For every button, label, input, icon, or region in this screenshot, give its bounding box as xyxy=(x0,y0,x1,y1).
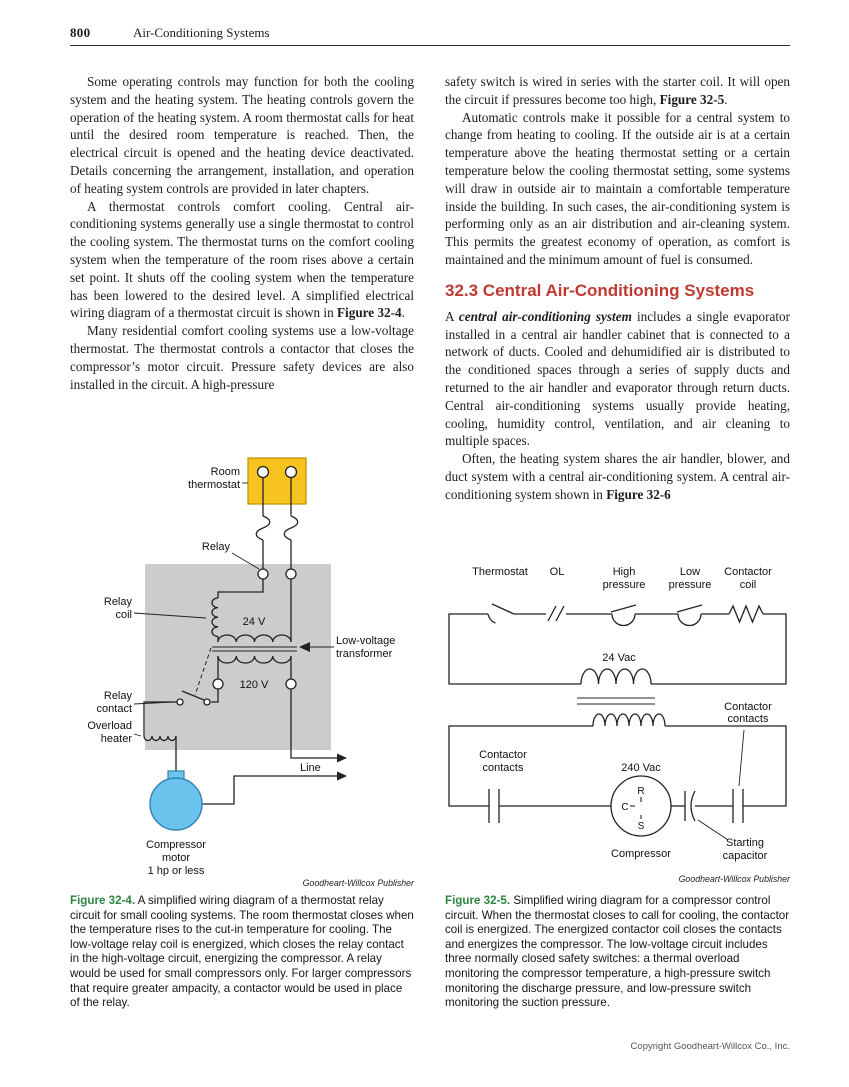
voltage-240vac-label: 240 Vac xyxy=(621,762,661,774)
section-heading: 32.3 Central Air-Conditioning Systems xyxy=(445,280,755,300)
figure-credit: Goodheart-Willcox Publisher xyxy=(302,878,414,888)
figure-32-4-caption: Figure 32-4. A simplified wiring diagram… xyxy=(70,894,414,1011)
copyright-notice: Copyright Goodheart-Willcox Co., Inc. xyxy=(630,1041,790,1052)
caption-text: A simplified wiring diagram of a thermos… xyxy=(70,894,414,1010)
relay-contact-label: contact xyxy=(97,703,132,715)
figure-32-5-diagram: Thermostat OL High pressure Low pressure… xyxy=(448,566,787,862)
body-paragraph: Automatic controls make it possible for … xyxy=(445,109,790,269)
overload-heater-label: heater xyxy=(101,733,133,745)
voltage-120v-label: 120 V xyxy=(240,679,269,691)
low-voltage-circuit xyxy=(448,603,787,685)
voltage-24vac-label: 24 Vac xyxy=(602,652,636,664)
high-pressure-label: High xyxy=(613,566,636,578)
overload-heater-label: Overload xyxy=(87,720,132,732)
compressor-motor-label: Compressor xyxy=(146,839,206,851)
body-paragraph: A thermostat controls comfort cooling. C… xyxy=(70,198,414,323)
text-run: safety switch is wired in series with th… xyxy=(445,74,790,107)
figure-reference: Figure 32-5 xyxy=(659,91,725,107)
relay-contact-label: Relay xyxy=(104,690,133,702)
left-column: Some operating controls may function for… xyxy=(70,73,414,393)
line-wires xyxy=(202,689,347,805)
figure-32-4: Room thermostat Relay Relay coil 24 V Re… xyxy=(70,452,414,888)
contactor-contacts-left-label: Contactor xyxy=(479,749,527,761)
terminal-r-label: R xyxy=(637,786,644,797)
key-term: central air-conditioning system xyxy=(458,308,632,324)
figure-reference: Figure 32-6 xyxy=(606,486,671,502)
thermostat-contacts-symbol xyxy=(255,515,299,580)
compressor-motor-label: 1 hp or less xyxy=(148,865,205,876)
thermostat-label: Thermostat xyxy=(472,566,528,578)
relay-box xyxy=(145,564,331,750)
caption-number: Figure 32-4. xyxy=(70,894,136,907)
relay-contact-symbol xyxy=(176,647,219,706)
body-paragraph: Often, the heating system shares the air… xyxy=(445,450,790,503)
contactor-contacts-left-label: contacts xyxy=(483,762,524,774)
line-label: Line xyxy=(300,762,321,774)
text-run: Many residential comfort cooling systems… xyxy=(70,323,414,392)
starting-capacitor-label: Starting xyxy=(726,837,764,849)
relay-coil-label: Relay xyxy=(104,596,133,608)
compressor-motor-symbol xyxy=(149,770,203,831)
figure-credit: Goodheart-Willcox Publisher xyxy=(678,874,790,884)
right-column: safety switch is wired in series with th… xyxy=(445,73,790,504)
terminal-s-label: S xyxy=(638,821,645,832)
text-run: A thermostat controls comfort cooling. C… xyxy=(70,198,414,321)
figure-32-5: Thermostat OL High pressure Low pressure… xyxy=(445,560,790,884)
relay-label: Relay xyxy=(202,541,231,553)
transformer-core xyxy=(577,697,655,705)
text-run: . xyxy=(724,91,728,107)
compressor-label: Compressor xyxy=(611,848,671,860)
text-run: includes a single evaporator installed i… xyxy=(445,308,791,449)
text-run: . xyxy=(401,305,405,321)
header-rule xyxy=(70,45,790,46)
contactor-contacts-right-label: Contactor xyxy=(724,701,772,713)
room-thermostat-symbol xyxy=(247,457,307,516)
figure-32-5-caption: Figure 32-5. Simplified wiring diagram f… xyxy=(445,894,790,1011)
low-pressure-label: Low xyxy=(680,566,700,578)
figure-reference: Figure 32-4 xyxy=(337,305,402,321)
figure-32-4-diagram: Room thermostat Relay Relay coil 24 V Re… xyxy=(87,457,395,876)
compressor-terminals: R C S xyxy=(621,786,644,832)
room-thermostat-label: Room xyxy=(211,466,240,478)
compressor-motor-label: motor xyxy=(162,852,190,864)
caption-number: Figure 32-5. xyxy=(445,894,511,907)
page-header: 800 Air-Conditioning Systems xyxy=(70,25,270,41)
page-number: 800 xyxy=(70,25,91,40)
voltage-24v-label: 24 V xyxy=(243,616,266,628)
room-thermostat-label: thermostat xyxy=(188,479,240,491)
body-paragraph: A central air-conditioning system includ… xyxy=(445,308,790,450)
overload-label: OL xyxy=(550,566,565,578)
text-run: Some operating controls may function for… xyxy=(70,74,414,196)
contactor-coil-label: Contactor xyxy=(724,566,772,578)
starting-capacitor-label: capacitor xyxy=(723,850,768,862)
running-head-title: Air-Conditioning Systems xyxy=(132,25,270,40)
body-paragraph: Many residential comfort cooling systems… xyxy=(70,322,414,393)
text-run: A xyxy=(445,308,459,324)
contactor-contacts-right-label: contacts xyxy=(728,713,769,725)
relay-coil-label: coil xyxy=(115,609,132,621)
terminal-c-label: C xyxy=(621,802,628,813)
body-paragraph: safety switch is wired in series with th… xyxy=(445,73,790,109)
caption-text: Simplified wiring diagram for a compress… xyxy=(445,894,790,1010)
transformer-label: transformer xyxy=(336,648,393,660)
transformer-label: Low-voltage xyxy=(336,635,395,647)
power-circuit xyxy=(448,713,787,837)
low-pressure-label: pressure xyxy=(669,579,712,591)
body-paragraph: Some operating controls may function for… xyxy=(70,73,414,198)
high-pressure-label: pressure xyxy=(603,579,646,591)
text-run: Automatic controls make it possible for … xyxy=(445,109,790,267)
text-run: Often, the heating system shares the air… xyxy=(445,451,790,502)
contactor-coil-label: coil xyxy=(740,579,757,591)
transformer-symbol xyxy=(212,579,297,690)
